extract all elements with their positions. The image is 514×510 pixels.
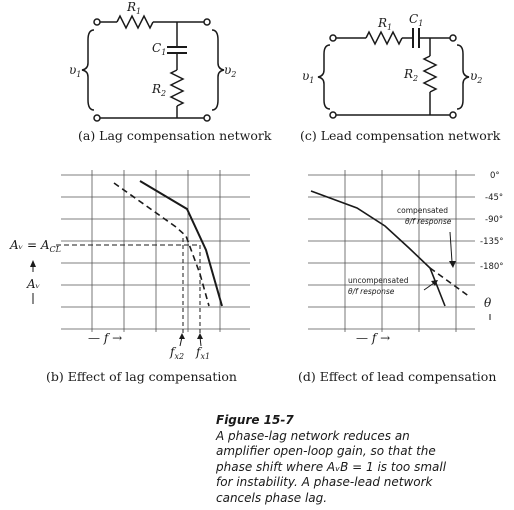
uncompensated-gain-curve — [139, 180, 223, 307]
uncompensated-phase-curve — [310, 190, 446, 307]
figure-title: Figure 15-7 — [216, 413, 294, 427]
theta-axis-label: θ — [484, 296, 492, 310]
lead-r1-label: R1 — [377, 16, 392, 32]
uncompensated-label-line1: uncompensated — [348, 276, 409, 285]
lag-c1-label: C1 — [152, 41, 166, 57]
figure-description: A phase-lag network reduces an amplifier… — [216, 428, 447, 505]
lag-v2-label: υ2 — [224, 63, 236, 79]
fx1-label: fx1 — [195, 345, 210, 361]
compensated-label-line1: compensated — [397, 206, 448, 215]
figure-caption: Figure 15-7 A phase-lag network reduces … — [216, 413, 456, 506]
lag-v1-label: υ1 — [69, 63, 81, 79]
compensated-phase-curve — [429, 267, 471, 298]
lag-graph-grid — [61, 170, 250, 332]
compensated-label-line2: θ/f response — [405, 217, 452, 226]
lead-v1-label: υ1 — [302, 69, 314, 85]
lag-r2-label: R2 — [151, 82, 166, 98]
av-axis-label: Aᵥ — [26, 277, 40, 291]
lead-r2-label: R2 — [403, 67, 418, 83]
lead-c1-label: C1 — [409, 12, 423, 28]
angle-label-180: -180° — [480, 262, 504, 272]
angle-label-135: -135° — [480, 237, 504, 247]
figure-drawing: R1 C1 R2 υ1 υ2 (a) Lag compensation netw… — [9, 0, 504, 384]
caption-d: (d) Effect of lead compensation — [298, 369, 496, 384]
caption-c: (c) Lead compensation network — [300, 128, 501, 143]
lag-graph-curves — [30, 180, 223, 347]
lag-f-axis-label: — f → — [88, 331, 122, 345]
angle-label-45: -45° — [485, 193, 503, 203]
caption-b: (b) Effect of lag compensation — [46, 369, 237, 384]
lead-v2-label: υ2 — [470, 69, 482, 85]
angle-label-0: 0° — [490, 171, 500, 181]
lag-network-circuit — [81, 14, 225, 122]
angle-label-90: -90° — [485, 215, 503, 225]
lag-r1-label: R1 — [126, 0, 141, 16]
av-acl-label: Aᵥ = ACL — [9, 238, 61, 254]
caption-a: (a) Lag compensation network — [78, 128, 272, 143]
fx2-label: fx2 — [169, 345, 184, 361]
lead-network-circuit — [317, 28, 470, 119]
compensated-gain-curve — [113, 182, 210, 307]
lead-graph-curves — [310, 190, 491, 320]
lead-graph-grid — [308, 170, 475, 332]
lead-f-axis-label: — f → — [356, 331, 390, 345]
uncompensated-label-line2: θ/f response — [348, 287, 395, 296]
